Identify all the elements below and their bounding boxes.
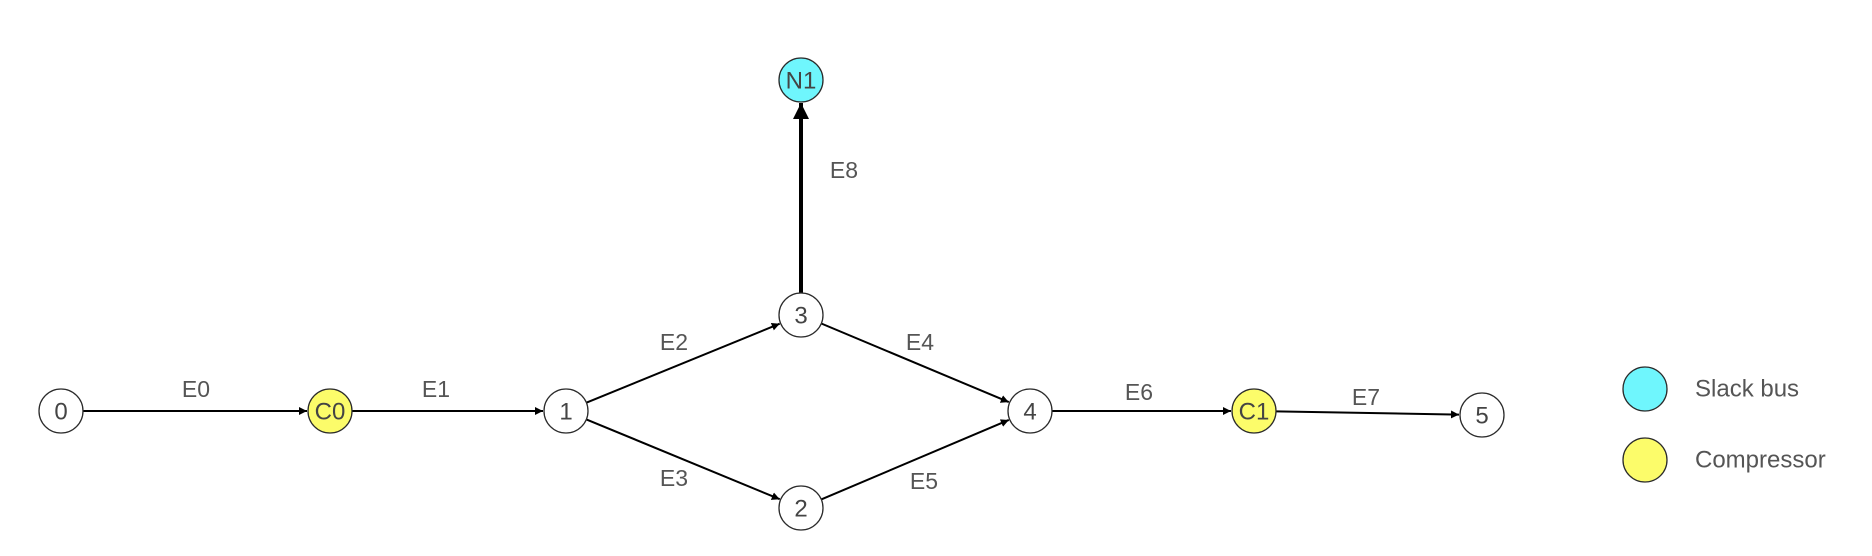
node-n1-label: N1	[786, 68, 817, 95]
edge-e7-arrow	[1275, 410, 1460, 419]
node-c1-label: C1	[1239, 399, 1270, 426]
edge-e7-label: E7	[1352, 384, 1380, 410]
node-c0: C0	[307, 388, 353, 434]
node-4-circle	[1007, 388, 1053, 434]
edge-e3-label: E3	[660, 465, 688, 491]
node-1-label: 1	[559, 399, 572, 426]
node-c0-circle	[307, 388, 353, 434]
node-4: 4	[1007, 388, 1053, 434]
node-2: 2	[778, 485, 824, 531]
node-0-label: 0	[54, 399, 67, 426]
node-3-label: 3	[794, 303, 807, 330]
node-n1-circle	[778, 57, 824, 103]
node-5-circle	[1459, 392, 1505, 438]
node-3-circle	[778, 292, 824, 338]
edge-e4-label: E4	[906, 329, 934, 355]
node-n1: N1	[778, 57, 824, 103]
edge-e5-arrow	[820, 419, 1010, 501]
edge-e8-label: E8	[830, 157, 858, 183]
edge-e2-label: E2	[660, 329, 688, 355]
legend-slack-swatch	[1622, 366, 1668, 412]
node-c1-circle	[1231, 388, 1277, 434]
edge-e4-arrow	[820, 322, 1010, 404]
node-2-circle	[778, 485, 824, 531]
node-c1: C1	[1231, 388, 1277, 434]
nodes-layer: 0 C0 1 3 2 4 C1 5 N1	[38, 57, 1505, 531]
legend-compressor-label: Compressor	[1695, 447, 1826, 474]
node-1: 1	[543, 388, 589, 434]
node-5: 5	[1459, 392, 1505, 438]
edge-e1-label: E1	[422, 376, 450, 402]
node-3: 3	[778, 292, 824, 338]
node-0: 0	[38, 388, 84, 434]
node-c0-label: C0	[315, 399, 346, 426]
edge-e6-label: E6	[1125, 379, 1153, 405]
edge-e3-arrow	[585, 418, 781, 501]
node-1-circle	[543, 388, 589, 434]
edge-e0-label: E0	[182, 376, 210, 402]
edge-e5-label: E5	[910, 468, 938, 494]
node-5-label: 5	[1475, 403, 1488, 430]
edge-e2-arrow	[585, 322, 781, 404]
node-0-circle	[38, 388, 84, 434]
legend-compressor-swatch	[1622, 437, 1668, 483]
legend-slack-label: Slack bus	[1695, 376, 1799, 403]
node-2-label: 2	[794, 496, 807, 523]
node-4-label: 4	[1023, 399, 1036, 426]
